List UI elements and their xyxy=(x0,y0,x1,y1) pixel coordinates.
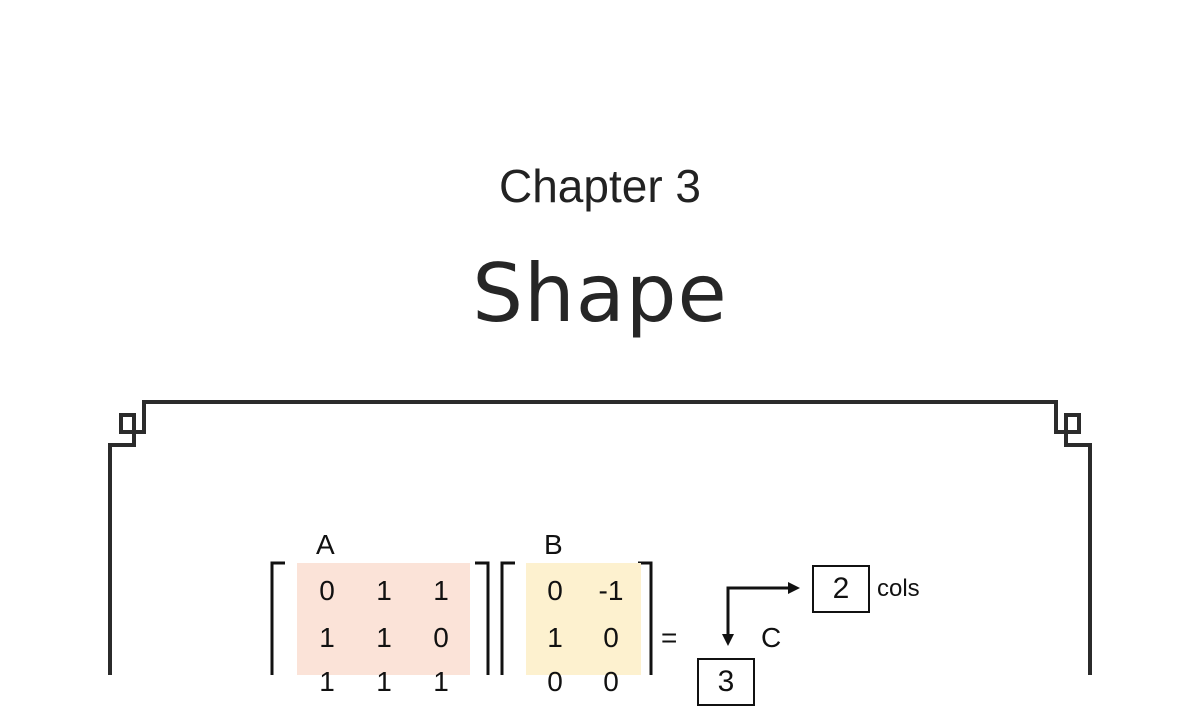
matrix-b-cell: 1 xyxy=(547,622,563,653)
matrix-b-background xyxy=(526,563,641,675)
shape-arrows xyxy=(726,586,790,637)
matrix-b-cell: 0 xyxy=(603,666,619,697)
matrix-a-label: A xyxy=(316,529,335,560)
equals-sign: = xyxy=(661,622,678,653)
matrix-a-cell: 1 xyxy=(433,666,449,697)
cols-count-box: 2 xyxy=(812,565,870,613)
matrix-a-brackets xyxy=(270,561,490,675)
matrix-b-brackets xyxy=(500,561,653,675)
matrix-b-label: B xyxy=(544,529,563,560)
matrix-a-cell: 1 xyxy=(433,575,449,606)
matrix-b-cell: 0 xyxy=(603,622,619,653)
result-matrix-label: C xyxy=(761,622,782,653)
matrix-a-background xyxy=(297,563,470,675)
rows-count-box: 3 xyxy=(697,658,755,706)
matrix-a-cell: 1 xyxy=(376,575,392,606)
arrow-right-head xyxy=(788,582,800,594)
matrix-a-cell: 1 xyxy=(376,622,392,653)
matrix-b-cell: -1 xyxy=(598,575,624,606)
matrix-b-cell: 0 xyxy=(547,575,563,606)
arrow-down-head xyxy=(722,634,734,646)
matrix-b-cell: 0 xyxy=(547,666,563,697)
matrix-a-cell: 0 xyxy=(433,622,449,653)
matrix-a-cell: 0 xyxy=(319,575,335,606)
matrix-a-cell: 1 xyxy=(319,666,335,697)
chapter-heading: Chapter 3 xyxy=(498,160,701,212)
decorative-frame xyxy=(108,400,1092,675)
cols-label: cols xyxy=(877,575,920,602)
matrix-a-cell: 1 xyxy=(319,622,335,653)
matrix-a-cell: 1 xyxy=(376,666,392,697)
page-title: Shape xyxy=(472,247,728,340)
